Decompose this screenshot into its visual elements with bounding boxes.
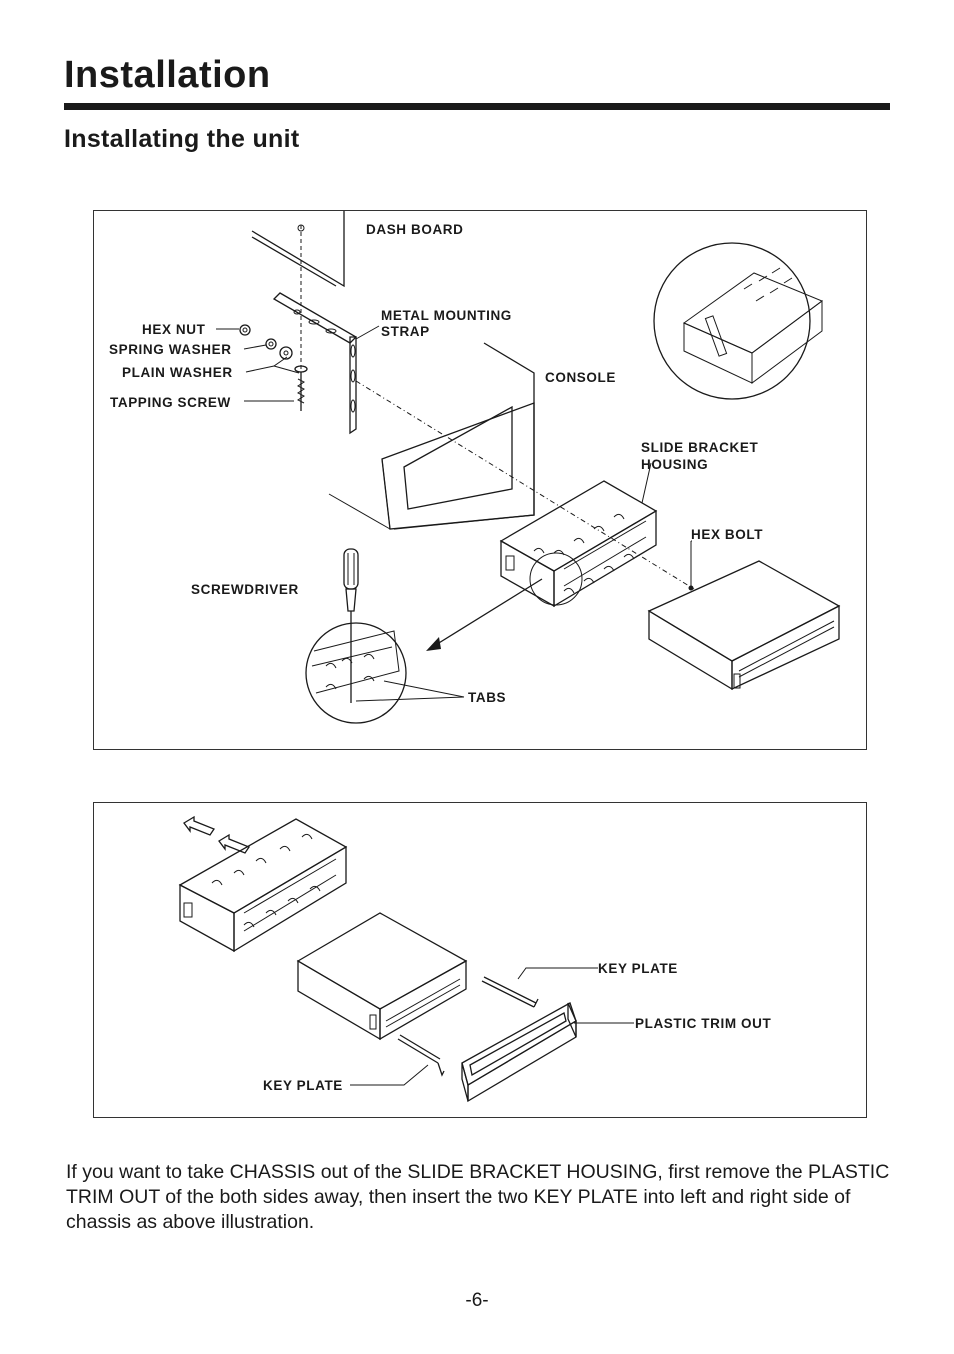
label-dash-board: DASH BOARD bbox=[366, 222, 464, 237]
label-tabs: TABS bbox=[468, 690, 506, 705]
chassis-unit-illustration bbox=[296, 912, 468, 1041]
instruction-paragraph: If you want to take CHASSIS out of the S… bbox=[66, 1161, 890, 1233]
label-plain-washer: PLAIN WASHER bbox=[122, 365, 233, 380]
key-plate-top-illustration bbox=[481, 976, 539, 1008]
key-plate-bottom-illustration bbox=[397, 1034, 445, 1077]
metal-mounting-strap-illustration bbox=[272, 292, 358, 435]
label-metal-mounting-strap-2: STRAP bbox=[381, 324, 430, 339]
section-title: Installating the unit bbox=[64, 125, 300, 153]
label-console: CONSOLE bbox=[545, 370, 616, 385]
detail-zoom-circle bbox=[653, 242, 824, 400]
label-hex-bolt: HEX BOLT bbox=[691, 527, 763, 542]
hex-nut-illustration bbox=[239, 324, 251, 336]
tabs-zoom-circle bbox=[305, 622, 407, 724]
direction-arrows bbox=[183, 815, 250, 854]
label-key-plate-top: KEY PLATE bbox=[598, 961, 678, 976]
label-key-plate-bottom: KEY PLATE bbox=[263, 1078, 343, 1093]
slide-bracket-housing-illustration bbox=[178, 818, 348, 953]
page-title: Installation bbox=[64, 54, 271, 96]
dash-board-illustration bbox=[251, 211, 345, 288]
page-number: -6- bbox=[465, 1290, 489, 1311]
label-slide-bracket-housing-1: SLIDE BRACKET bbox=[641, 440, 758, 455]
label-slide-bracket-housing-2: HOUSING bbox=[641, 457, 708, 472]
spring-washer-illustration bbox=[265, 338, 277, 350]
label-screwdriver: SCREWDRIVER bbox=[191, 582, 299, 597]
label-metal-mounting-strap-1: METAL MOUNTING bbox=[381, 308, 512, 323]
tapping-screw-illustration bbox=[294, 365, 308, 411]
plain-washer-illustration bbox=[279, 346, 293, 360]
slide-bracket-housing-illustration bbox=[499, 462, 658, 608]
label-hex-nut: HEX NUT bbox=[142, 322, 206, 337]
label-spring-washer: SPRING WASHER bbox=[109, 342, 232, 357]
console-illustration bbox=[328, 342, 535, 530]
title-rule bbox=[64, 103, 890, 110]
installation-diagram: DASH BOARD METAL MOUNTING STRAP HEX NUT … bbox=[93, 210, 867, 750]
chassis-unit-illustration bbox=[647, 560, 841, 691]
plastic-trim-out-illustration bbox=[461, 1002, 577, 1103]
chassis-removal-diagram: KEY PLATE PLASTIC TRIM OUT KEY PLATE bbox=[93, 802, 867, 1118]
label-tapping-screw: TAPPING SCREW bbox=[110, 395, 231, 410]
label-plastic-trim-out: PLASTIC TRIM OUT bbox=[635, 1016, 771, 1031]
screwdriver-illustration bbox=[343, 548, 359, 703]
